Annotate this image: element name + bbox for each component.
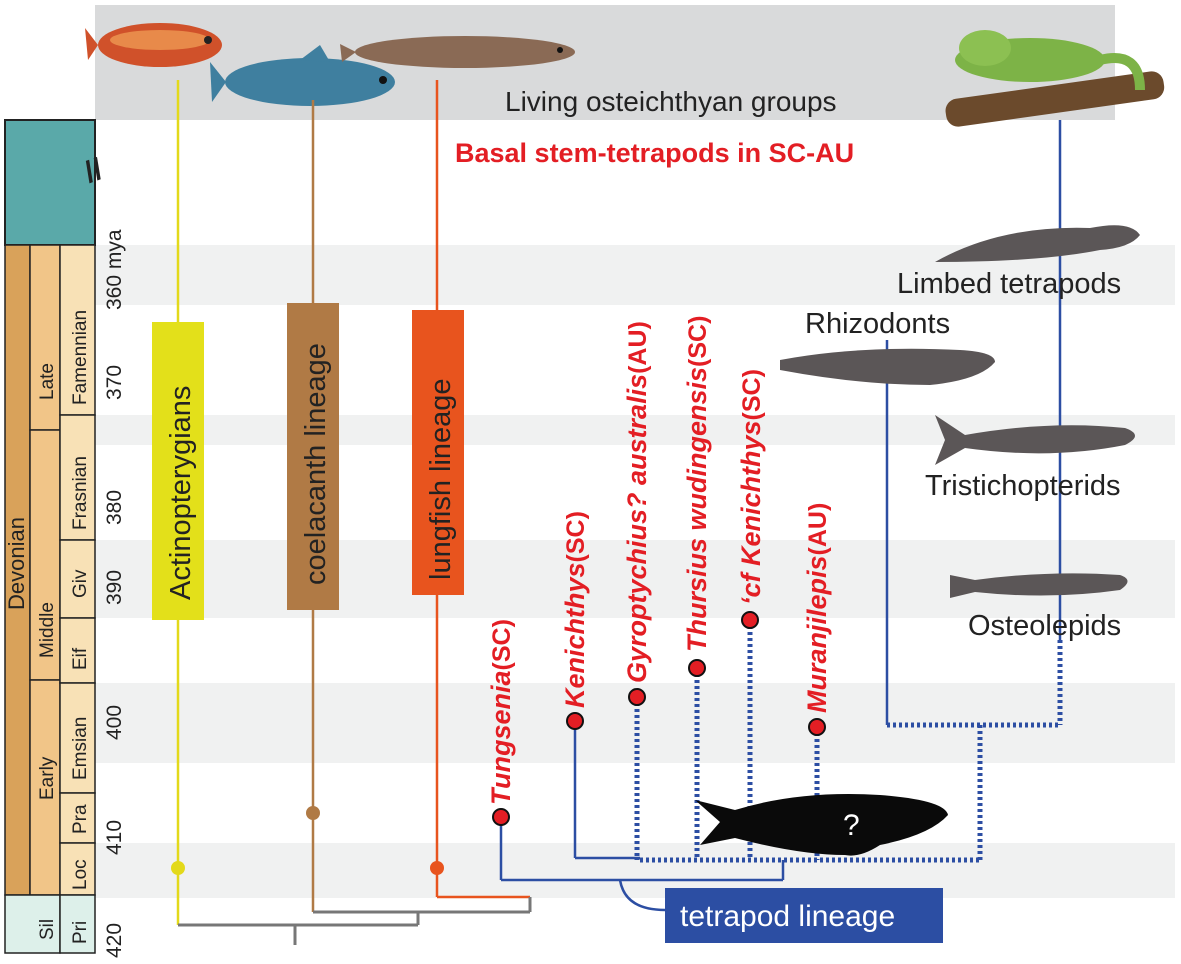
taxon-kenichthys: Kenichthys(SC) [560, 511, 590, 708]
stage-lochkovian [59, 842, 96, 896]
basal-stem-title: Basal stem-tetrapods in SC-AU [455, 138, 854, 168]
band-412 [95, 843, 1175, 898]
epoch-early-label: Early [37, 756, 58, 800]
stage-giv-label: Giv [70, 569, 91, 598]
rainbowfish-image [85, 23, 222, 67]
coelacanth-box [287, 303, 339, 610]
taxon-muranjilepis: Muranjilepis(AU) [802, 503, 832, 713]
label-limbed-tetrapods: Limbed tetrapods [897, 268, 1121, 300]
tick-390: 390 [103, 570, 126, 605]
stage-emsian [59, 682, 96, 794]
post-devonian-block [4, 119, 96, 246]
stage-pri-label: Pri [70, 921, 91, 944]
stage-eifelian [59, 617, 96, 684]
epoch-late [29, 244, 61, 431]
stage-loc-label: Loc [70, 859, 91, 890]
stem-taxa-labels: Tungsenia(SC) Kenichthys(SC) Gyroptychiu… [486, 316, 832, 805]
tick-400: 400 [103, 705, 126, 740]
coelacanth-label: coelacanth lineage [300, 343, 332, 585]
stage-emsian-label: Emsian [70, 717, 91, 780]
stage-eif-label: Eif [70, 647, 91, 670]
era-devonian: Devonian [4, 517, 29, 610]
actinopterygians-label: Actinopterygians [165, 386, 197, 600]
osteolepid-silhouette [950, 573, 1128, 598]
unknown-mark: ? [843, 809, 860, 842]
epoch-late-label: Late [37, 363, 58, 400]
epoch-middle-label: Middle [37, 602, 58, 658]
coelacanth-image [210, 45, 395, 106]
rhizodont-silhouette [780, 348, 995, 385]
tick-410: 410 [103, 820, 126, 855]
tick-360: 360 mya [103, 229, 126, 310]
lungfish-label: lungfish lineage [425, 378, 457, 580]
tick-370: 370 [103, 365, 126, 400]
tristichopterid-silhouette [935, 415, 1135, 465]
period-sil: Sil [37, 919, 58, 940]
taxon-gyroptychius: Gyroptychius? australis(AU) [622, 321, 652, 683]
period-silurian [4, 894, 61, 954]
taxon-points [492, 611, 826, 826]
lungfish-box [412, 310, 464, 595]
lineage-labels: Actinopterygians coelacanth lineage lung… [152, 303, 464, 620]
timescale: Devonian Sil Early Middle Late Famennian… [4, 119, 126, 958]
label-tristichopterids: Tristichopterids [925, 470, 1121, 502]
stage-famennian-label: Famennian [70, 310, 91, 405]
stage-givetian [59, 539, 96, 619]
tetrapod-lineage-label: tetrapod lineage [680, 900, 895, 933]
stage-pridoli [59, 894, 96, 954]
lungfish-image [340, 36, 575, 68]
tick-420: 420 [103, 923, 126, 958]
tick-380: 380 [103, 490, 126, 525]
stage-frasnian [59, 414, 96, 541]
stage-pra-label: Pra [70, 804, 91, 834]
taxon-thursius: Thursius wudingensis(SC) [682, 316, 712, 652]
stage-frasnian-label: Frasnian [70, 456, 91, 530]
iguana-image [945, 30, 1165, 127]
stage-pragian [59, 792, 96, 844]
taxon-cf-kenichthys: ‘cf Kenichthys(SC) [736, 369, 766, 605]
taxon-tungsenia: Tungsenia(SC) [486, 619, 516, 805]
epoch-middle [29, 429, 61, 681]
unknown-ancestor-silhouette: ? [695, 794, 948, 856]
label-rhizodonts: Rhizodonts [805, 308, 950, 340]
living-groups-label: Living osteichthyan groups [505, 86, 837, 117]
stage-famennian [59, 244, 96, 416]
actinopterygians-box [152, 322, 204, 620]
tetrapod-lineage-box [665, 888, 943, 943]
outgroup-tree [171, 80, 532, 945]
limbed-tetrapod-silhouette [935, 225, 1140, 262]
label-osteolepids: Osteolepids [968, 610, 1121, 642]
